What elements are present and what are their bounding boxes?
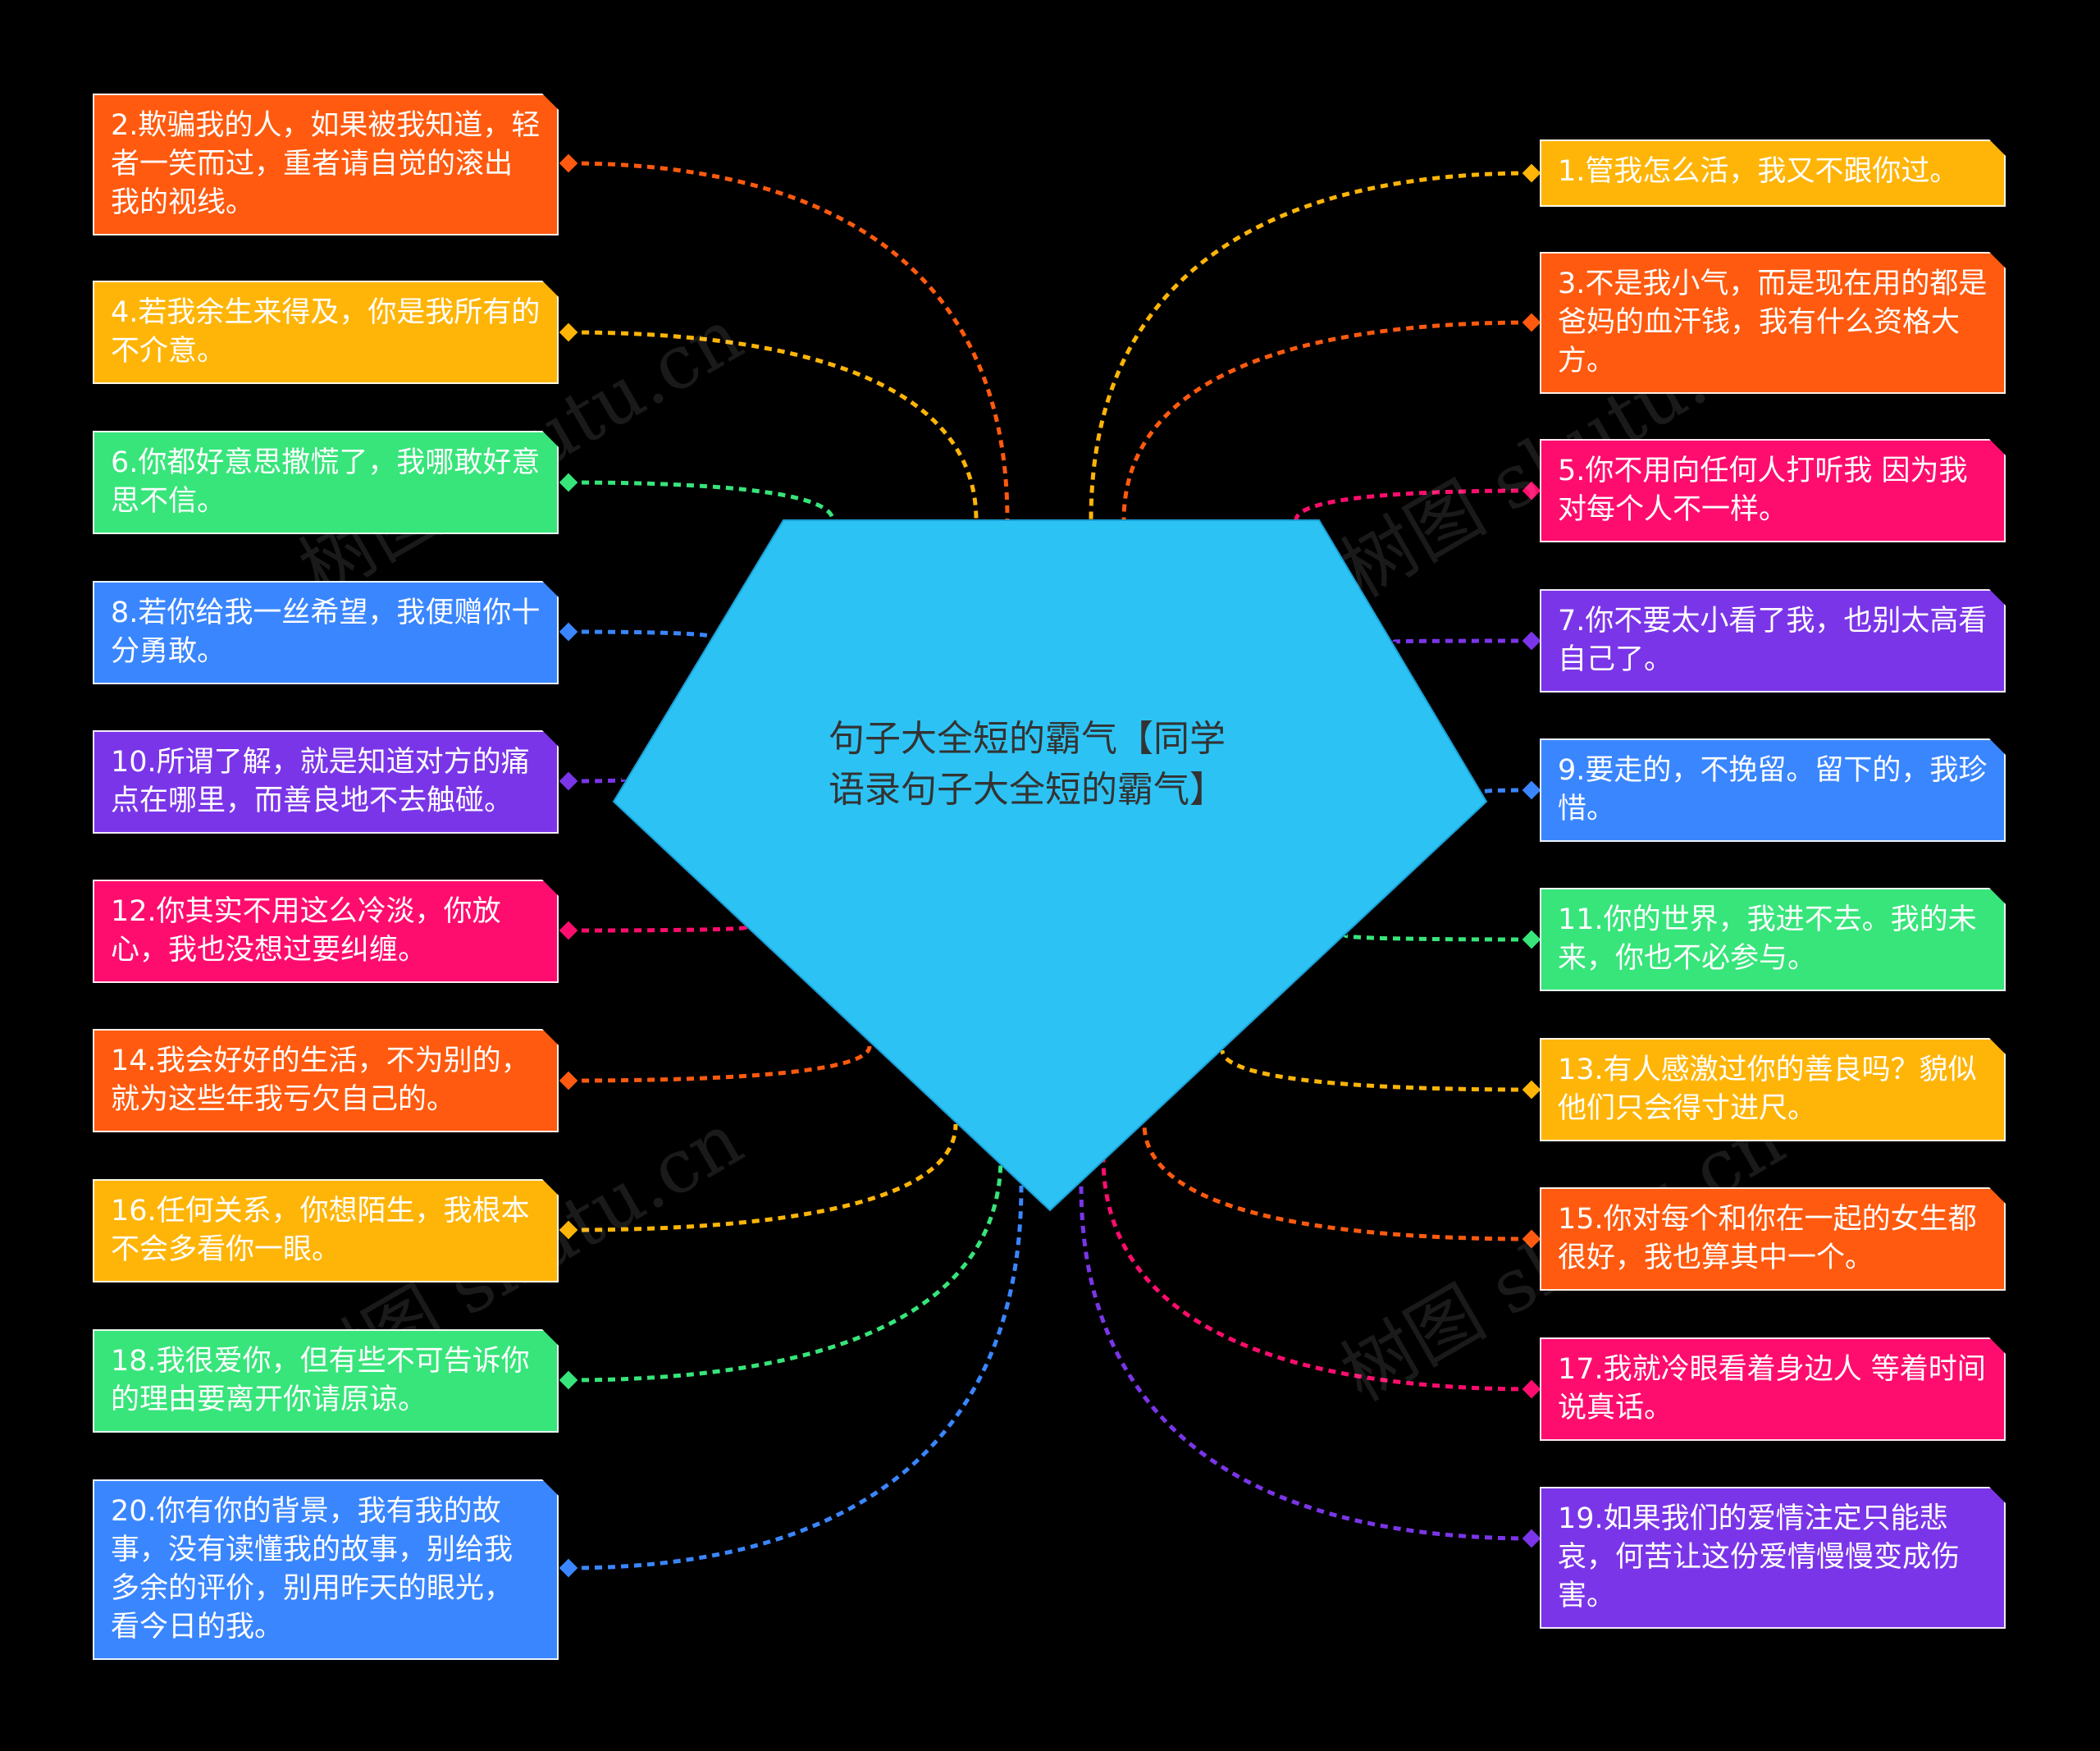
branch-node-left-6[interactable]: 12.你其实不用这么冷淡，你放心，我也没想过要纠缠。	[93, 880, 559, 983]
connector-dot-right-8	[1522, 1229, 1541, 1249]
connector-right-8	[1142, 1123, 1532, 1241]
branch-node-right-10[interactable]: 19.如果我们的爱情注定只能悲哀，何苦让这份爱情慢慢变成伤害。	[1540, 1487, 2006, 1629]
branch-label: 4.若我余生来得及，你是我所有的不介意。	[111, 296, 541, 368]
connector-dot-right-10	[1522, 1529, 1541, 1548]
connector-dot-left-9	[559, 1370, 578, 1390]
central-topic-shape[interactable]	[612, 519, 1488, 1212]
connector-right-9	[1101, 1156, 1532, 1392]
connector-left-8	[568, 1123, 958, 1232]
connector-right-10	[1079, 1185, 1532, 1541]
connector-dot-left-6	[559, 921, 578, 940]
branch-label: 14.我会好好的生活，不为别的，就为这些年我亏欠自己的。	[111, 1045, 530, 1116]
branch-label: 2.欺骗我的人，如果被我知道，轻者一笑而过，重者请自觉的滚出我的视线。	[111, 109, 541, 219]
branch-node-right-1[interactable]: 1.管我怎么活，我又不跟你过。	[1540, 139, 2006, 207]
branch-label: 18.我很爱你，但有些不可告诉你的理由要离开你请原谅。	[111, 1345, 530, 1416]
connector-dot-left-10	[559, 1558, 578, 1578]
branch-label: 5.你不用向任何人打听我 因为我对每个人不一样。	[1558, 455, 1968, 526]
branch-label: 9.要走的，不挽留。留下的，我珍惜。	[1558, 754, 1988, 825]
connector-left-3	[568, 480, 835, 521]
branch-label: 3.不是我小气，而是现在用的都是爸妈的血汗钱，我有什么资格大方。	[1558, 267, 1988, 377]
branch-node-right-7[interactable]: 13.有人感激过你的善良吗？貌似他们只会得寸进尺。	[1540, 1038, 2006, 1141]
connector-right-2	[1121, 320, 1532, 521]
branch-label: 7.你不要太小看了我，也别太高看自己了。	[1558, 605, 1988, 676]
central-topic-line-2: 语录句子大全短的霸气】	[829, 769, 1226, 811]
branch-label: 6.你都好意思撒慌了，我哪敢好意思不信。	[111, 446, 541, 518]
branch-node-left-1[interactable]: 2.欺骗我的人，如果被我知道，轻者一笑而过，重者请自觉的滚出我的视线。	[93, 94, 559, 235]
connector-dot-right-5	[1522, 780, 1541, 800]
connector-right-6	[1343, 933, 1532, 942]
branch-node-right-5[interactable]: 9.要走的，不挽留。留下的，我珍惜。	[1540, 738, 2006, 842]
branch-node-left-3[interactable]: 6.你都好意思撒慌了，我哪敢好意思不信。	[93, 431, 559, 534]
branch-node-left-8[interactable]: 16.任何关系，你想陌生，我根本不会多看你一眼。	[93, 1179, 559, 1282]
connector-right-3	[1294, 488, 1532, 521]
connector-left-5	[568, 777, 626, 784]
branch-node-right-6[interactable]: 11.你的世界，我进不去。我的未来，你也不必参与。	[1540, 888, 2006, 991]
branch-label: 17.我就冷眼看着身边人 等着时间说真话。	[1558, 1353, 1986, 1424]
branch-node-left-9[interactable]: 18.我很爱你，但有些不可告诉你的理由要离开你请原谅。	[93, 1329, 559, 1433]
connector-left-7	[568, 1045, 872, 1083]
connector-left-9	[568, 1156, 1003, 1383]
branch-node-right-3[interactable]: 5.你不用向任何人打听我 因为我对每个人不一样。	[1540, 439, 2006, 542]
branch-label: 8.若你给我一丝希望，我便赠你十分勇敢。	[111, 597, 541, 668]
connector-dot-left-4	[559, 622, 578, 642]
branch-label: 10.所谓了解，就是知道对方的痛点在哪里，而善良地不去触碰。	[111, 746, 530, 817]
branch-label: 20.你有你的背景，我有我的故事，没有读懂我的故事，别给我多余的评价，别用昨天的…	[111, 1495, 514, 1644]
branch-node-right-2[interactable]: 3.不是我小气，而是现在用的都是爸妈的血汗钱，我有什么资格大方。	[1540, 252, 2006, 394]
connector-dot-left-1	[559, 153, 578, 173]
branch-node-right-4[interactable]: 7.你不要太小看了我，也别太高看自己了。	[1540, 589, 2006, 693]
branch-node-left-10[interactable]: 20.你有你的背景，我有我的故事，没有读懂我的故事，别给我多余的评价，别用昨天的…	[93, 1479, 559, 1660]
connector-dot-right-2	[1522, 313, 1541, 332]
connector-dot-left-5	[559, 771, 578, 791]
connector-dot-right-7	[1522, 1080, 1541, 1100]
connector-left-10	[568, 1185, 1024, 1570]
central-topic[interactable]: 句子大全短的霸气【同学 语录句子大全短的霸气】	[829, 714, 1288, 816]
connector-left-2	[568, 330, 979, 521]
branch-node-right-9[interactable]: 17.我就冷眼看着身边人 等着时间说真话。	[1540, 1337, 2006, 1441]
branch-label: 15.你对每个和你在一起的女生都很好，我也算其中一个。	[1558, 1203, 1977, 1274]
branch-label: 13.有人感激过你的善良吗？貌似他们只会得寸进尺。	[1558, 1054, 1977, 1125]
branch-node-left-5[interactable]: 10.所谓了解，就是知道对方的痛点在哪里，而善良地不去触碰。	[93, 730, 559, 834]
connector-dot-right-4	[1522, 631, 1541, 651]
connector-right-1	[1089, 171, 1532, 521]
connector-dot-left-2	[559, 322, 578, 342]
branch-label: 19.如果我们的爱情注定只能悲哀，何苦让这份爱情慢慢变成伤害。	[1558, 1502, 1961, 1612]
central-topic-line-1: 句子大全短的霸气【同学	[829, 718, 1226, 760]
branch-node-left-2[interactable]: 4.若我余生来得及，你是我所有的不介意。	[93, 281, 559, 384]
connector-dot-left-7	[559, 1071, 578, 1090]
connector-right-4	[1392, 638, 1532, 644]
branch-node-left-4[interactable]: 8.若你给我一丝希望，我便赠你十分勇敢。	[93, 581, 559, 684]
connector-dot-right-6	[1522, 930, 1541, 949]
connector-left-6	[568, 925, 749, 933]
branch-label: 1.管我怎么活，我又不跟你过。	[1558, 155, 1959, 188]
branch-label: 11.你的世界，我进不去。我的未来，你也不必参与。	[1558, 903, 1977, 975]
connector-lines	[568, 161, 1532, 1570]
connector-left-1	[568, 161, 1010, 521]
connector-left-4	[568, 629, 716, 640]
connector-dot-left-3	[559, 473, 578, 492]
connector-dot-right-9	[1522, 1379, 1541, 1399]
branch-node-left-7[interactable]: 14.我会好好的生活，不为别的，就为这些年我亏欠自己的。	[93, 1029, 559, 1132]
connector-dot-left-8	[559, 1220, 578, 1240]
connector-dot-right-3	[1522, 481, 1541, 501]
connector-right-7	[1220, 1049, 1532, 1092]
connector-dot-right-1	[1522, 163, 1541, 183]
branch-node-right-8[interactable]: 15.你对每个和你在一起的女生都很好，我也算其中一个。	[1540, 1187, 2006, 1291]
connector-dots	[559, 153, 1541, 1578]
branch-label: 12.你其实不用这么冷淡，你放心，我也没想过要纠缠。	[111, 895, 501, 967]
branch-label: 16.任何关系，你想陌生，我根本不会多看你一眼。	[111, 1195, 530, 1266]
